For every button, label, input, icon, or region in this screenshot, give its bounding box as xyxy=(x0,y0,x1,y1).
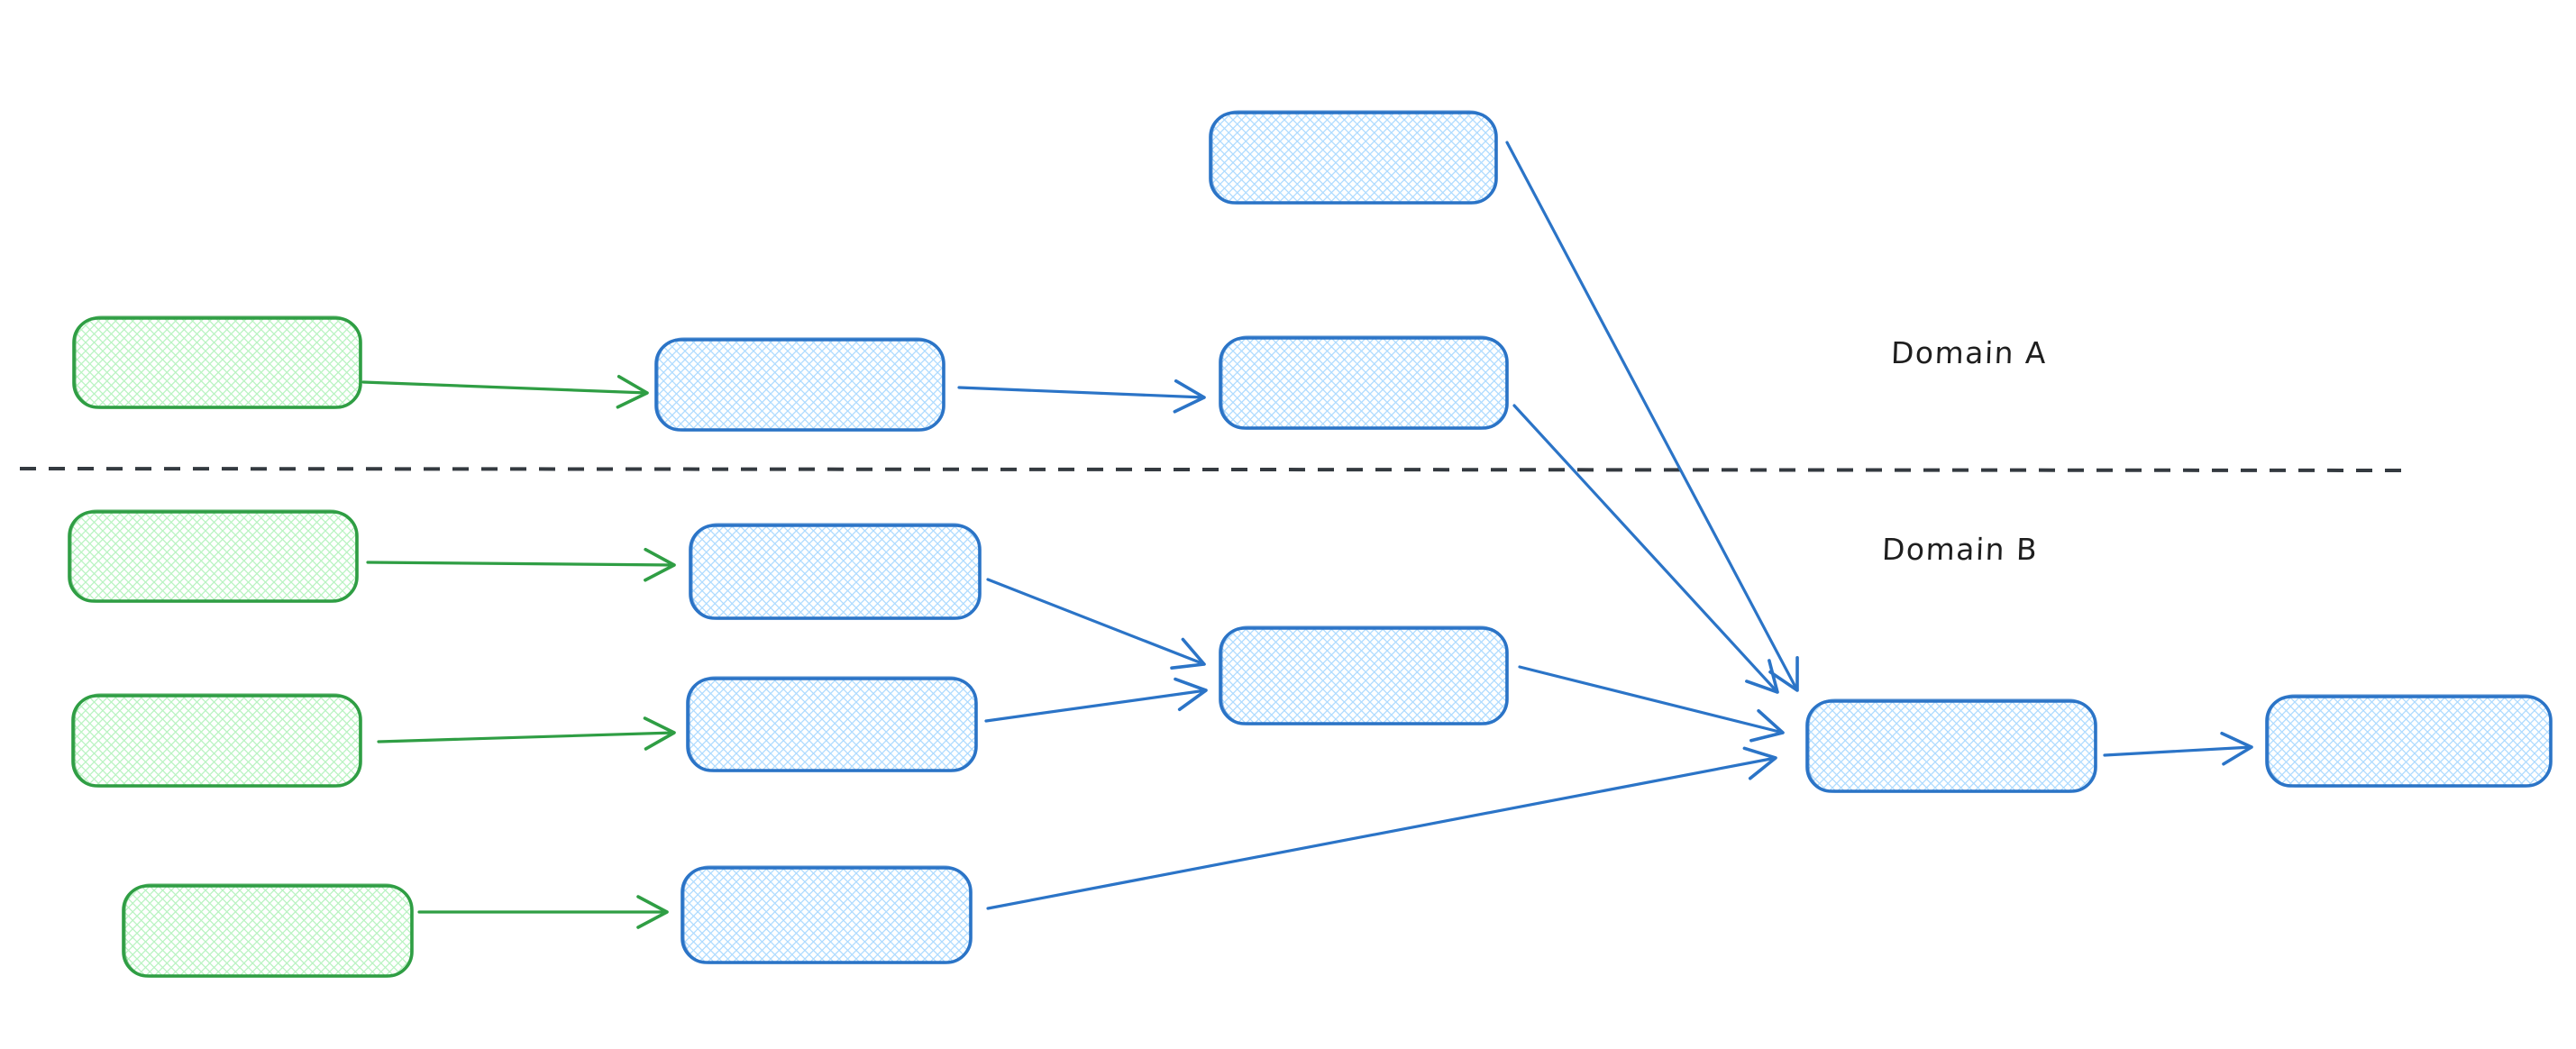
domain-b-label: Domain B xyxy=(1881,532,2039,567)
domain-divider-line xyxy=(19,467,2414,472)
nodes-layer xyxy=(68,110,2553,978)
node-source-b2 xyxy=(71,694,362,788)
node-stage-a1 xyxy=(654,338,945,432)
edge-source-b1-to-stage-b1 xyxy=(366,547,676,582)
node-hub-sketch-outline xyxy=(1808,698,2096,793)
node-merge-b-sketch-outline xyxy=(1221,625,1507,725)
node-stage-a2-sketch-outline xyxy=(1221,335,1507,430)
node-source-b1 xyxy=(68,510,359,603)
node-stage-a2 xyxy=(1219,336,1509,430)
edge-stage-b1-to-merge-b xyxy=(986,578,1206,670)
node-source-a xyxy=(72,316,362,409)
edge-source-b2-to-stage-b2 xyxy=(377,716,676,751)
node-source-top-sketch-outline xyxy=(1211,110,1496,205)
node-source-a-sketch-outline xyxy=(75,315,361,409)
edge-stage-a1-to-stage-a2 xyxy=(957,379,1206,414)
node-stage-b3 xyxy=(681,866,973,964)
node-stage-b3-sketch-outline xyxy=(683,865,971,964)
edge-stage-b2-to-merge-b xyxy=(984,677,1208,723)
node-output-sketch-outline xyxy=(2268,694,2551,788)
edge-stage-b3-to-hub xyxy=(986,746,1777,910)
node-source-top xyxy=(1209,111,1498,205)
node-stage-a1-sketch-outline xyxy=(657,337,944,432)
edge-stage-a2-to-hub xyxy=(1512,404,1779,694)
edge-source-a-to-stage-a1 xyxy=(361,374,649,409)
node-source-b3-sketch-outline xyxy=(124,883,412,978)
edge-source-top-to-hub xyxy=(1505,141,1799,692)
divider-layer xyxy=(19,467,2414,472)
node-stage-b1 xyxy=(689,524,982,620)
node-merge-b xyxy=(1219,626,1509,725)
node-source-b2-sketch-outline xyxy=(74,693,361,788)
node-output xyxy=(2265,695,2553,788)
node-source-b1-sketch-outline xyxy=(70,509,357,603)
edge-merge-b-to-hub xyxy=(1518,665,1785,743)
edges-layer xyxy=(361,141,2253,929)
edge-hub-to-output xyxy=(2103,731,2253,766)
node-hub xyxy=(1805,699,2097,793)
domain-a-label: Domain A xyxy=(1890,335,2048,370)
node-source-b3 xyxy=(122,884,414,978)
node-stage-b2 xyxy=(686,677,978,772)
node-stage-b2-sketch-outline xyxy=(689,676,976,772)
node-stage-b1-sketch-outline xyxy=(691,523,980,620)
